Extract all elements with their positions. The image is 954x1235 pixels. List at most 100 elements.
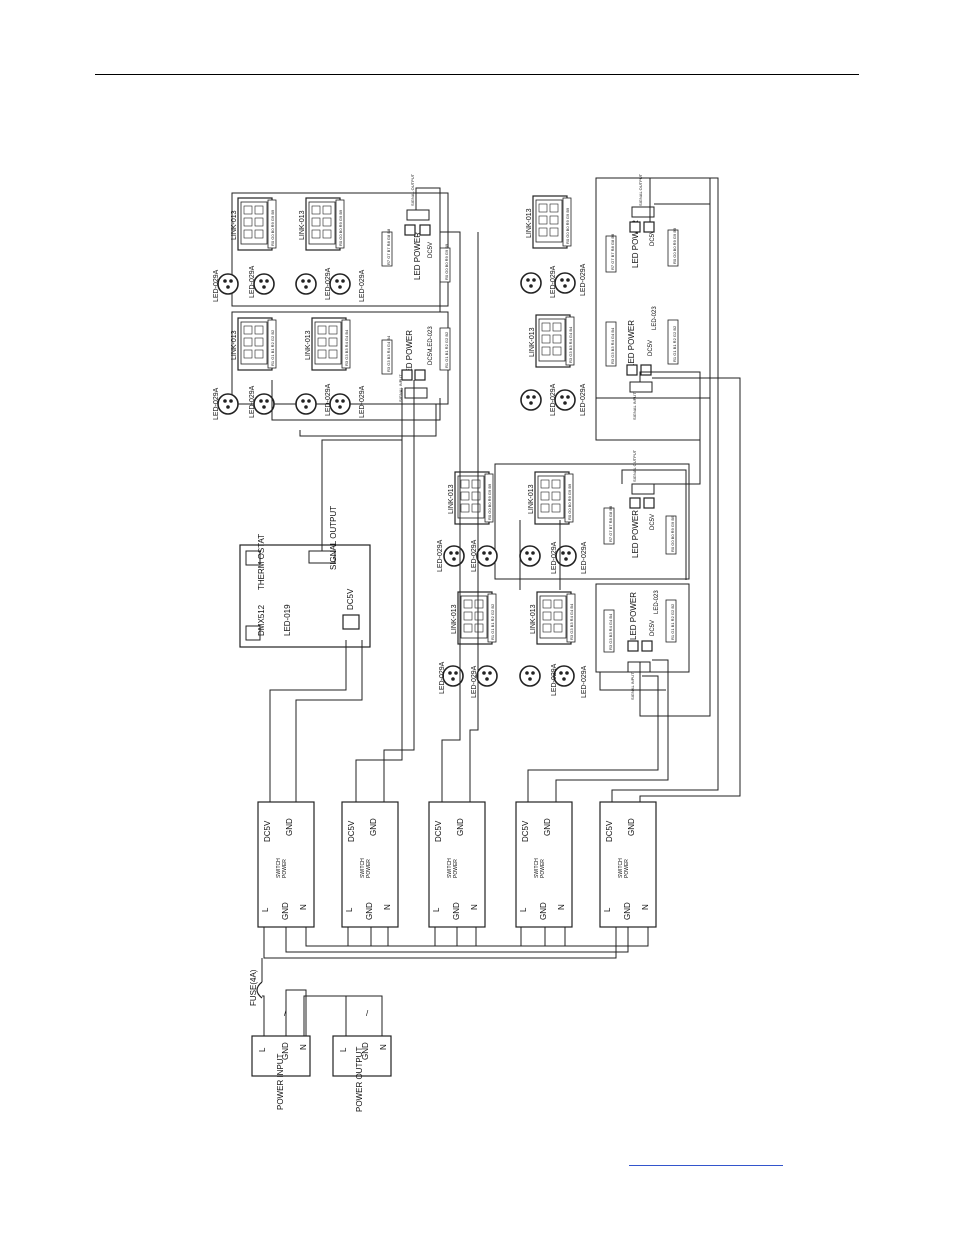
switch-label: SWITCH	[360, 858, 366, 878]
connector-pin	[341, 399, 345, 403]
connector-pin	[307, 399, 311, 403]
pin-row-label: R1 G1 B1 R2 G2 B2	[444, 331, 449, 368]
dc-terminal	[629, 497, 641, 509]
link-label: LINK-013	[451, 604, 458, 634]
fuse-label: FUSE(4A)	[249, 969, 258, 1006]
terminal	[549, 203, 559, 213]
connector-pin	[532, 395, 536, 399]
pin-row-label: R0 G0 B0 R9 G9 B9	[567, 483, 572, 520]
connector-pin	[560, 395, 564, 399]
signal-input-port	[629, 381, 653, 393]
connector-ring	[253, 393, 275, 415]
led-029a-label: LED-029A	[550, 265, 557, 298]
connector-pin	[262, 285, 266, 289]
connector-pin	[449, 551, 453, 555]
connector-pin	[482, 551, 486, 555]
wire	[527, 675, 659, 802]
switch-label: SWITCH	[618, 858, 624, 878]
wire	[355, 388, 403, 802]
gnd-label: GND	[285, 818, 294, 836]
pin-strip	[562, 197, 572, 247]
gnd-label: GND	[365, 902, 374, 920]
connector-ring	[253, 273, 275, 295]
switch-power-box	[599, 801, 657, 928]
controller-knob	[245, 625, 261, 641]
terminal	[243, 325, 253, 335]
pin-block	[605, 235, 617, 273]
led-029a-label: LED-029A	[580, 263, 587, 296]
switch-label: SWITCH	[447, 858, 453, 878]
dc-terminal	[643, 497, 655, 509]
l-label: L	[519, 907, 528, 912]
link-label: LINK-013	[448, 484, 455, 514]
terminal	[552, 346, 562, 356]
terminal	[540, 479, 550, 489]
link-label: LINK-013	[530, 604, 537, 634]
pin-row-label: R7 G7 B7 R8 G8 B8	[608, 505, 613, 542]
pin-row-label: R3 G3 B3 R4 G4 B4	[568, 326, 573, 363]
connector-pin	[265, 399, 269, 403]
signal-output-port	[406, 209, 430, 221]
terminal	[540, 491, 550, 501]
xlr-connector-icon	[442, 665, 464, 687]
connector-ring	[555, 545, 577, 567]
dc-terminal	[629, 221, 641, 233]
led-029a-label: LED-029A	[359, 269, 366, 302]
led-029a-label: LED-029A	[213, 269, 220, 302]
led-029a-label: LED-029A	[359, 385, 366, 418]
xlr-connector-icon	[476, 545, 498, 567]
dc5v-label: DC5V	[650, 620, 656, 636]
pin-block	[667, 229, 679, 267]
pin-strip	[267, 199, 277, 249]
led023-label: LED-023	[654, 590, 660, 614]
xlr-connector-icon	[295, 393, 317, 415]
pin-row-label: R3 G3 B3 R4 G4 B4	[569, 603, 574, 640]
terminal	[553, 611, 563, 621]
dc-terminal	[640, 364, 652, 376]
dc5v-label: DC5V	[648, 340, 654, 356]
power-label: POWER	[366, 859, 372, 878]
connector-pin	[531, 671, 535, 675]
n-label: N	[641, 904, 650, 910]
led-029a-label: LED-029A	[249, 385, 256, 418]
signal-input-label: SIGNAL INPUT	[630, 672, 635, 700]
gnd-label: GND	[543, 818, 552, 836]
power-input-box	[251, 1035, 311, 1077]
wire	[295, 640, 363, 802]
pin-strip	[267, 319, 277, 369]
terminal	[542, 599, 552, 609]
connector-pin	[566, 278, 570, 282]
connector-pin	[229, 279, 233, 283]
connector-pin	[307, 279, 311, 283]
connector-ring	[520, 272, 542, 294]
connector-pin	[532, 278, 536, 282]
pin-block	[665, 599, 677, 643]
pin-row-label: R0 G0 B0 R9 G9 B9	[565, 207, 570, 244]
terminal	[254, 325, 264, 335]
connector-pin	[531, 551, 535, 555]
xlr-connector-icon	[520, 389, 542, 411]
footer-link-underline[interactable]	[629, 1165, 783, 1166]
connector-ring	[329, 273, 351, 295]
led-029a-label: LED-029A	[581, 665, 588, 698]
dc5v-label: DC5V	[434, 820, 443, 842]
controller-dc5v-label: DC5V	[346, 588, 355, 610]
dmx512-label: DMX512	[257, 604, 266, 636]
led-power-label: LED POWER	[631, 510, 640, 558]
pin-block	[665, 515, 677, 555]
fuse-symbol-icon	[256, 981, 263, 999]
terminal	[552, 334, 562, 344]
thermostat-label: THERM OSTAT	[257, 534, 266, 590]
signal-input-port	[404, 387, 428, 399]
link-label: LINK-013	[529, 327, 536, 357]
connector-pin	[563, 401, 567, 405]
terminal	[243, 349, 253, 359]
connector-pin	[528, 677, 532, 681]
terminal	[243, 337, 253, 347]
wire	[639, 371, 701, 485]
wire	[415, 187, 441, 312]
switch-power-box	[515, 801, 573, 928]
terminal	[553, 599, 563, 609]
